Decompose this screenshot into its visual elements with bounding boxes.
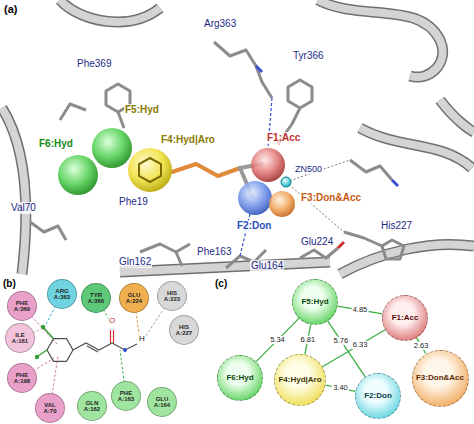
pharmacophore-sphere: F6:Hyd [217,355,263,401]
feature-name: F4:Hyd|Aro [278,376,321,384]
feature-label: F4:Hyd|Aro [160,134,216,146]
panel-letter: (b) [2,278,17,290]
residue-name: VAL A:70 [43,402,56,415]
residue-name: GLN A:162 [84,400,100,413]
pharmacophore-sphere: F4:Hyd|Aro [274,354,326,406]
residue-label: Glu164 [250,260,284,272]
residue-name: PHE A:369 [14,300,30,313]
distance-line [338,306,383,314]
distance-value: 6.33 [352,340,369,348]
residue-circle: ILE A:161 [5,323,35,353]
residue-label: Phe19 [118,196,149,208]
distance-value: 4.85 [352,306,369,314]
residue-label: Arg363 [203,18,237,30]
residue-name: TYR A:366 [88,292,104,305]
feature-name: F3:Don&Acc [416,374,464,382]
panel-letter: (a) [3,3,18,16]
feature-label: F6:Hyd [38,138,74,150]
distance-line [322,330,385,367]
panel-letter: (c) [214,278,228,290]
pharmacophore-sphere: F3:Don&Acc [412,350,469,407]
distance-value: 2.63 [413,341,430,349]
residue-name: ILE A:161 [12,332,28,345]
residue-circle: GLU A:164 [147,387,177,417]
residue-name: GLU A:224 [126,292,142,305]
feature-label: F5:Hyd [124,104,160,116]
residue-circle: PHE A:198 [7,363,37,393]
feature-name: F6:Hyd [226,374,253,382]
distance-value: 5.34 [269,336,286,344]
distance-line [328,321,365,377]
residue-circle: TYR A:366 [81,283,111,313]
atom-label: H [138,334,146,343]
distance-value: 6.81 [299,335,316,343]
residue-circle: VAL A:70 [35,393,65,423]
residue-circle: PHE A:369 [7,291,37,321]
residue-label: Glu224 [300,236,334,248]
residue-name: ARG A:363 [54,288,70,301]
feature-name: F5:Hyd [301,298,328,306]
pharmacophore-sphere: F5:Hyd [292,279,338,325]
residue-circle: GLN A:162 [77,391,107,421]
feature-label: F2:Don [236,220,272,232]
residue-circle: GLU A:224 [119,283,149,313]
residue-name: GLU A:164 [154,396,170,409]
feature-label: F1:Acc [266,132,301,144]
distance-value: 3.40 [332,384,349,392]
atom-label: O [108,316,116,325]
pharmacophore-sphere: F1:Acc [382,295,428,341]
feature-name: F1:Acc [392,314,419,322]
feature-label: F3:Don&Acc [300,192,362,204]
ion-label: ZN500 [294,164,323,174]
residue-circle: PHE A:163 [111,381,141,411]
residue-name: PHE A:198 [14,372,30,385]
residue-label: Tyr366 [292,50,325,62]
residue-circle: HIS A:223 [157,281,187,311]
residue-label: Gln162 [118,256,152,268]
residue-label: Val70 [10,202,37,214]
pharmacophore-sphere: F2:Don [355,373,401,419]
residue-label: His227 [380,220,413,232]
residue-label: Phe163 [196,246,232,258]
distance-value: 5.76 [333,337,350,345]
residue-name: HIS A:223 [164,290,180,303]
residue-circle: HIS A:227 [169,315,199,345]
residue-label: Phe369 [76,58,112,70]
residue-name: HIS A:227 [176,324,192,337]
residue-name: PHE A:163 [118,390,134,403]
feature-name: F2:Don [364,392,392,400]
residue-circle: ARG A:363 [47,279,77,309]
